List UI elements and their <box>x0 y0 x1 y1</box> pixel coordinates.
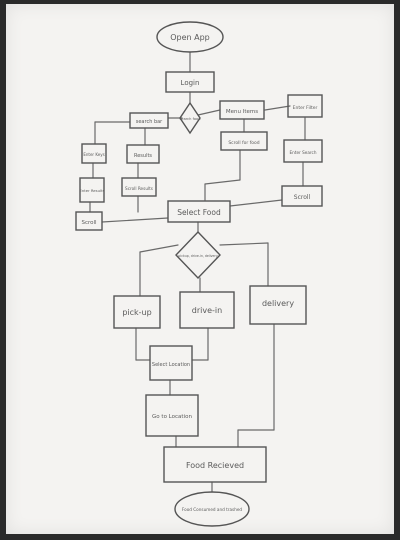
node-scroll-results <box>121 177 157 197</box>
node-enter-filter <box>287 94 323 118</box>
label-enter-search: Enter Search <box>290 150 317 155</box>
node-decision-top <box>179 101 201 135</box>
node-food-consumed <box>174 491 250 527</box>
label-delivery: delivery <box>262 299 294 308</box>
label-decision-delivery: pickup, drive-in, delivery <box>178 254 218 258</box>
connector-line <box>139 244 179 253</box>
node-scroll-for-food <box>220 131 268 151</box>
node-select-food <box>167 200 231 223</box>
node-results <box>126 144 160 164</box>
label-enter-results: Enter Results <box>79 188 104 193</box>
label-results: Results <box>134 153 152 159</box>
label-scroll-results: Scroll Results <box>125 186 153 191</box>
label-select-location: Select Location <box>152 362 190 368</box>
node-open-app <box>156 21 224 53</box>
node-decision-delivery <box>175 230 221 280</box>
label-login: Login <box>181 79 200 87</box>
node-drivein <box>179 291 235 329</box>
node-login <box>165 71 215 93</box>
label-scroll-for-food: Scroll for food <box>228 140 259 146</box>
node-enter-results <box>79 177 105 203</box>
connector-line <box>219 242 269 246</box>
label-search-bar: search bar <box>136 119 163 125</box>
connector-line <box>229 199 283 207</box>
label-enter-keys: Enter Keys <box>83 152 104 157</box>
node-go-to-location <box>145 394 199 437</box>
label-open-app: Open App <box>170 33 210 42</box>
connector-line <box>204 179 241 185</box>
label-select-food: Select Food <box>177 208 221 217</box>
connector-line <box>101 217 169 223</box>
node-food-received <box>163 446 267 483</box>
label-scroll-right: Scroll <box>294 194 311 201</box>
node-pickup <box>113 295 161 329</box>
node-enter-keys <box>81 143 107 164</box>
label-scroll-left: Scroll <box>81 220 97 226</box>
label-enter-filter: Enter Filter <box>293 105 318 111</box>
node-enter-search <box>283 139 323 163</box>
label-decision-top: search food <box>179 117 200 121</box>
label-drivein: drive-in <box>192 306 222 315</box>
connector-line <box>197 109 221 116</box>
connector-line <box>264 105 291 111</box>
node-scroll-left <box>75 211 103 231</box>
label-food-consumed: Food Consumed and trashed <box>182 507 243 512</box>
node-delivery <box>249 285 307 325</box>
label-menu-items: Menu Items <box>226 109 258 115</box>
label-go-to-location: Go to Location <box>152 414 192 420</box>
node-select-location <box>149 345 193 381</box>
node-menu-items <box>219 100 265 120</box>
label-pickup: pick-up <box>122 308 151 317</box>
label-food-received: Food Recieved <box>186 461 244 470</box>
node-search-bar <box>129 112 169 129</box>
node-scroll-right <box>281 185 323 207</box>
